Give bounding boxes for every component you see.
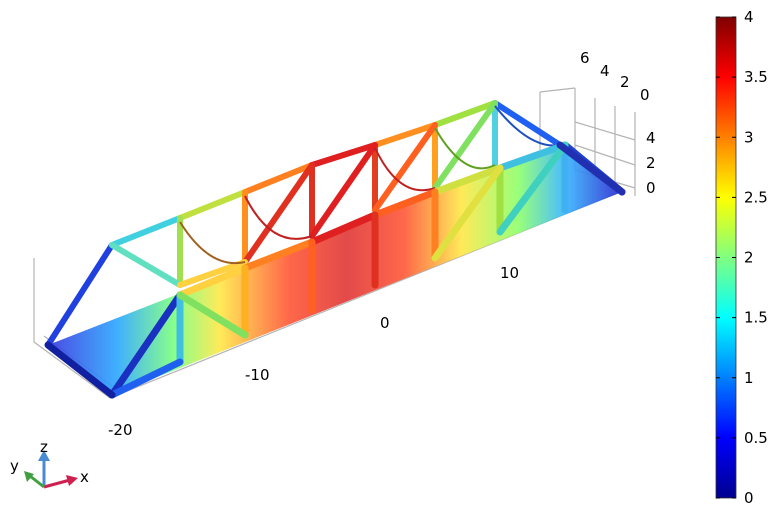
z-tick-label: 2 [646, 154, 656, 172]
colorbar: 4 3.5 3 2.5 2 1.5 1 0.5 0 [715, 8, 768, 507]
y-tick-label: 0 [640, 86, 650, 104]
colorbar-tick-label: 3.5 [744, 68, 768, 86]
colorbar-tick-label: 0 [744, 489, 754, 507]
y-tick-label: 4 [600, 62, 610, 80]
colorbar-tick-label: 3 [744, 128, 754, 146]
colorbar-tick-label: 2 [744, 249, 754, 267]
x-tick-label: 0 [380, 314, 390, 332]
z-tick-label: 4 [646, 129, 656, 147]
front-truss [44, 141, 626, 399]
axis-triad: z x y [10, 438, 89, 489]
colorbar-tick-label: 0.5 [744, 429, 768, 447]
x-arrow [43, 478, 71, 489]
colorbar-tick-label: 1.5 [744, 309, 768, 327]
colorbar-tick-label: 4 [744, 8, 754, 26]
x-tick-label: 10 [500, 264, 519, 282]
y-tick-label: 6 [580, 49, 590, 67]
bridge-deck [48, 145, 622, 395]
z-tick-label: 0 [646, 179, 656, 197]
y-arrow-head [24, 471, 34, 482]
triad-z-label: z [40, 438, 48, 456]
x-arrow-head [66, 475, 78, 486]
x-tick-label: -10 [245, 366, 270, 384]
triad-x-label: x [80, 468, 89, 486]
y-tick-label: 2 [620, 73, 630, 91]
back-truss [45, 100, 563, 348]
triad-y-label: y [10, 457, 19, 475]
colorbar-tick-label: 2.5 [744, 188, 768, 206]
z-arrow-head [38, 450, 50, 461]
x-tick-label: -20 [108, 421, 133, 439]
y-arrow [29, 474, 45, 489]
colorbar-tick-label: 1 [744, 369, 754, 387]
